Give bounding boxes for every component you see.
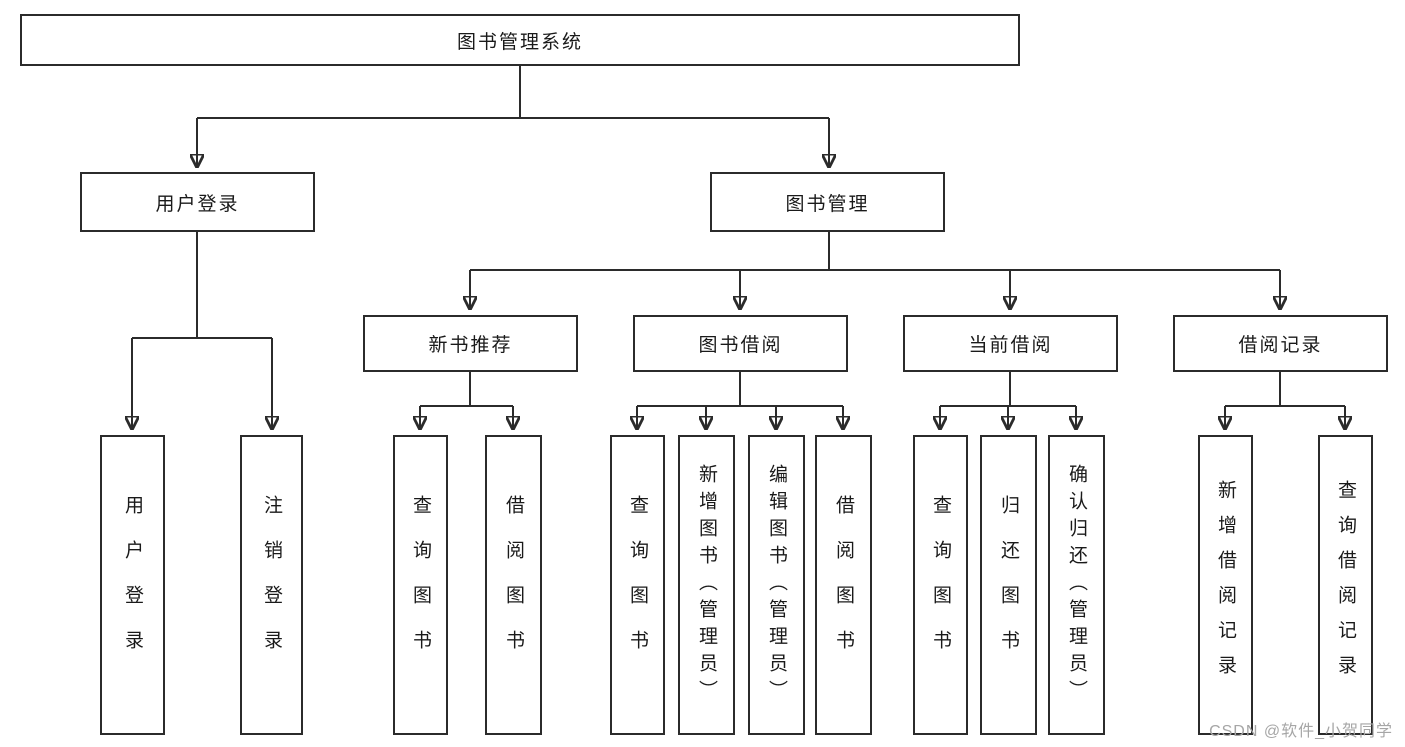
leaf-logout: 注销登录 [240,435,303,735]
node-root-label: 图书管理系统 [456,31,583,53]
node-new-book-recommend-label: 新书推荐 [428,335,513,356]
node-new-book-recommend: 新书推荐 [363,315,578,372]
leaf-add-borrow-record: 新增借阅记录 [1198,435,1253,735]
leaf-add-books-admin: 新增图书（管理员） [678,435,735,735]
leaf-confirm-return-admin-label: 确认归还（管理员） [1066,463,1087,707]
node-book-borrow-label: 图书借阅 [698,335,783,356]
leaf-confirm-return-admin: 确认归还（管理员） [1048,435,1105,735]
node-book-borrow: 图书借阅 [633,315,848,372]
node-user-login-label: 用户登录 [155,193,240,215]
leaf-borrow-books-1-label: 借阅图书 [503,495,524,675]
leaf-user-login-label: 用户登录 [122,495,143,675]
node-book-management-label: 图书管理 [785,193,870,215]
leaf-user-login: 用户登录 [100,435,165,735]
leaf-query-books-2-label: 查询图书 [627,495,648,675]
node-current-borrow: 当前借阅 [903,315,1118,372]
leaf-add-borrow-record-label: 新增借阅记录 [1215,480,1236,690]
leaf-query-borrow-record-label: 查询借阅记录 [1335,480,1356,690]
leaf-query-books-3: 查询图书 [913,435,968,735]
leaf-add-books-admin-label: 新增图书（管理员） [696,463,717,707]
leaf-return-books-label: 归还图书 [998,495,1019,675]
node-borrow-records-label: 借阅记录 [1238,335,1323,356]
leaf-edit-books-admin-label: 编辑图书（管理员） [766,463,787,707]
leaf-query-books-3-label: 查询图书 [930,495,951,675]
leaf-query-books-1-label: 查询图书 [410,495,431,675]
node-borrow-records: 借阅记录 [1173,315,1388,372]
leaf-logout-label: 注销登录 [261,495,282,675]
leaf-query-books-1: 查询图书 [393,435,448,735]
node-root: 图书管理系统 [20,14,1020,66]
leaf-query-books-2: 查询图书 [610,435,665,735]
leaf-query-borrow-record: 查询借阅记录 [1318,435,1373,735]
node-book-management: 图书管理 [710,172,945,232]
leaf-borrow-books-2-label: 借阅图书 [833,495,854,675]
leaf-borrow-books-1: 借阅图书 [485,435,542,735]
node-user-login: 用户登录 [80,172,315,232]
leaf-borrow-books-2: 借阅图书 [815,435,872,735]
node-current-borrow-label: 当前借阅 [968,335,1053,356]
leaf-edit-books-admin: 编辑图书（管理员） [748,435,805,735]
leaf-return-books: 归还图书 [980,435,1037,735]
csdn-watermark: CSDN @软件_小贺同学 [1209,723,1393,740]
